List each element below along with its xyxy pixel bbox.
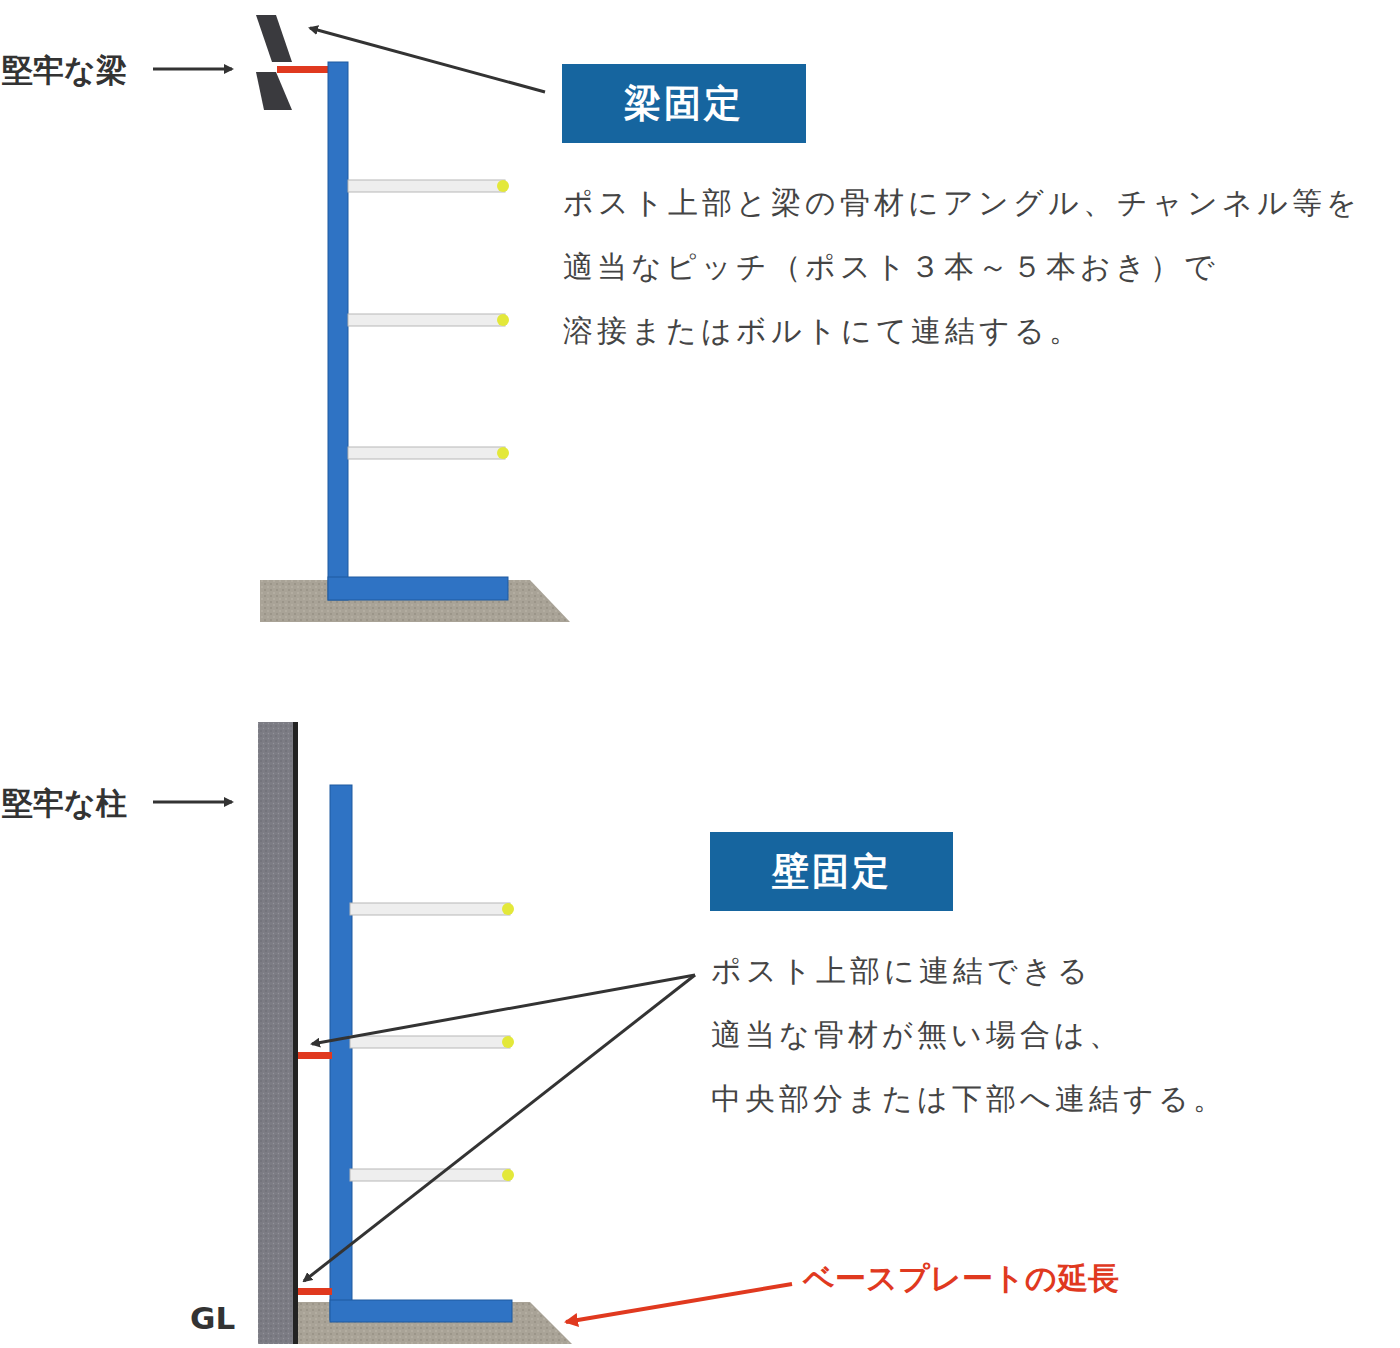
ground-level-label: GL (190, 1300, 235, 1336)
wall-note: ポスト上部に連結できる 適当な骨材が無い場合は、 中央部分または下部へ連結する。 (711, 939, 1331, 1131)
column-label: 堅牢な柱 (2, 783, 127, 825)
wall-fix-rack (153, 722, 792, 1344)
beam-note: ポスト上部と梁の骨材にアングル、チャンネル等を 適当なピッチ（ポスト３本～５本お… (563, 171, 1395, 363)
heading-box: 梁固定 (562, 64, 806, 143)
heading-text: 梁固定 (624, 79, 744, 129)
baseplate-label: ベースプレートの延長 (803, 1258, 1119, 1300)
heading-text: 壁固定 (772, 847, 892, 897)
beam-fix-rack (153, 15, 570, 622)
heading-box: 壁固定 (710, 832, 953, 911)
beam-label: 堅牢な梁 (2, 50, 127, 92)
